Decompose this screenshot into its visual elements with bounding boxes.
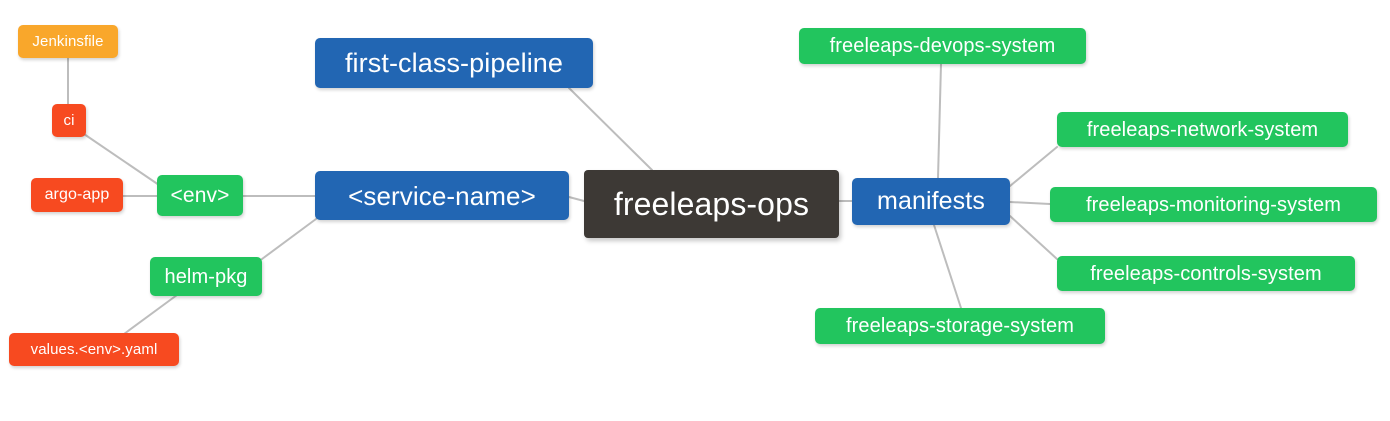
mindmap-node-ci[interactable]: ci <box>52 104 86 137</box>
mindmap-node-label: freeleaps-ops <box>613 186 810 222</box>
edge-manifests-to-freeleaps-controls-system <box>1009 215 1058 260</box>
mindmap-node-values-yaml[interactable]: values.<env>.yaml <box>9 333 179 366</box>
edge-first-class-pipeline-to-freeleaps-ops <box>568 87 653 171</box>
edge-manifests-to-freeleaps-monitoring-system <box>1009 201 1051 205</box>
edge-service-name-to-helm-pkg <box>261 218 317 260</box>
mindmap-node-label: argo-app <box>44 186 110 203</box>
mindmap-node-freeleaps-devops-system[interactable]: freeleaps-devops-system <box>799 28 1086 64</box>
mindmap-node-env[interactable]: <env> <box>157 175 243 216</box>
mindmap-node-label: Jenkinsfile <box>32 33 104 50</box>
mindmap-node-label: manifests <box>877 187 985 215</box>
mindmap-node-helm-pkg[interactable]: helm-pkg <box>150 257 262 296</box>
mindmap-node-freeleaps-storage-system[interactable]: freeleaps-storage-system <box>815 308 1105 344</box>
mindmap-node-manifests[interactable]: manifests <box>852 178 1010 225</box>
edge-manifests-to-freeleaps-network-system <box>1009 146 1058 187</box>
mindmap-node-freeleaps-monitoring-system[interactable]: freeleaps-monitoring-system <box>1050 187 1377 222</box>
edge-service-name-to-freeleaps-ops <box>568 196 585 202</box>
mindmap-node-label: <env> <box>170 184 230 207</box>
mindmap-node-freeleaps-ops[interactable]: freeleaps-ops <box>584 170 839 238</box>
mindmap-node-label: freeleaps-monitoring-system <box>1085 193 1341 216</box>
mindmap-node-freeleaps-network-system[interactable]: freeleaps-network-system <box>1057 112 1348 147</box>
mindmap-node-label: helm-pkg <box>164 265 248 288</box>
mindmap-node-label: freeleaps-storage-system <box>845 315 1075 337</box>
mindmap-node-label: values.<env>.yaml <box>30 341 158 358</box>
mindmap-node-label: first-class-pipeline <box>344 47 564 78</box>
mindmap-node-first-class-pipeline[interactable]: first-class-pipeline <box>315 38 593 88</box>
edge-manifests-to-freeleaps-storage-system <box>933 224 962 309</box>
edge-helm-pkg-to-values-yaml <box>123 294 178 335</box>
mindmap-node-service-name[interactable]: <service-name> <box>315 171 569 220</box>
mindmap-node-argo-app[interactable]: argo-app <box>31 178 123 212</box>
mindmap-node-label: <service-name> <box>348 180 536 211</box>
mindmap-node-jenkinsfile[interactable]: Jenkinsfile <box>18 25 118 58</box>
mindmap-node-label: freeleaps-controls-system <box>1090 262 1322 285</box>
mindmap-node-label: freeleaps-network-system <box>1086 118 1319 141</box>
mindmap-node-freeleaps-controls-system[interactable]: freeleaps-controls-system <box>1057 256 1355 291</box>
mindmap-node-label: freeleaps-devops-system <box>829 35 1056 57</box>
edge-manifests-to-freeleaps-devops-system <box>937 63 942 179</box>
mindmap-node-label: ci <box>63 112 75 129</box>
